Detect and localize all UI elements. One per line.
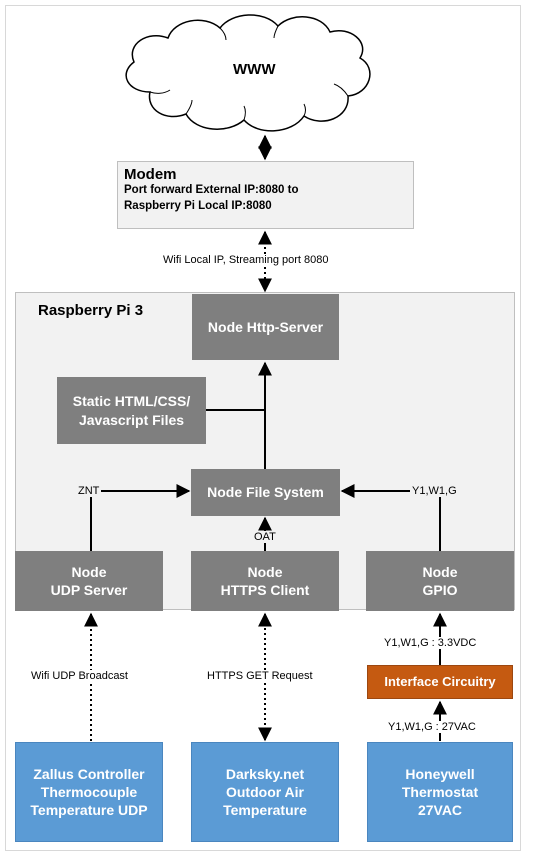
static-files-line-1: Static HTML/CSS/ bbox=[72, 393, 191, 410]
darksky-line-3: Temperature bbox=[223, 802, 307, 819]
outer-frame bbox=[5, 5, 521, 851]
zallus-controller-box: Zallus Controller Thermocouple Temperatu… bbox=[15, 742, 163, 842]
gpio-33v-label: Y1,W1,G : 3.3VDC bbox=[382, 637, 479, 649]
modem-box: Modem Port forward External IP:8080 to R… bbox=[117, 161, 414, 229]
honeywell-thermostat-box: Honeywell Thermostat 27VAC bbox=[367, 742, 513, 842]
gpio-27v-label: Y1,W1,G : 27VAC bbox=[386, 721, 478, 733]
udp-link-label: Wifi UDP Broadcast bbox=[29, 670, 130, 682]
node-https-client-line-2: HTTPS Client bbox=[220, 582, 310, 598]
node-http-server-label: Node Http-Server bbox=[207, 318, 324, 335]
node-gpio-line-2: GPIO bbox=[422, 582, 458, 598]
oat-label: OAT bbox=[252, 531, 278, 543]
node-file-system-box: Node File System bbox=[191, 469, 340, 516]
modem-line-2: Raspberry Pi Local IP:8080 bbox=[124, 199, 272, 212]
interface-circuitry-box: Interface Circuitry bbox=[367, 665, 513, 699]
node-gpio-line-1: Node bbox=[422, 563, 458, 580]
node-https-client-box: Node HTTPS Client bbox=[191, 551, 339, 611]
y1w1g-label: Y1,W1,G bbox=[410, 485, 459, 497]
modem-line-1: Port forward External IP:8080 to bbox=[124, 184, 299, 196]
udp-fs-arrow bbox=[90, 484, 191, 551]
node-udp-server-line-1: Node bbox=[71, 563, 107, 580]
darksky-line-2: Outdoor Air bbox=[225, 783, 305, 800]
interface-circuitry-label: Interface Circuitry bbox=[384, 673, 496, 689]
darksky-line-1: Darksky.net bbox=[225, 765, 305, 782]
node-udp-server-line-2: UDP Server bbox=[50, 582, 128, 598]
raspberry-pi-title: Raspberry Pi 3 bbox=[38, 302, 144, 319]
static-files-box: Static HTML/CSS/ Javascript Files bbox=[57, 377, 206, 444]
darksky-box: Darksky.net Outdoor Air Temperature bbox=[191, 742, 339, 842]
honeywell-line-1: Honeywell bbox=[405, 765, 475, 782]
honeywell-line-2: Thermostat bbox=[401, 783, 479, 800]
wifi-link-label: Wifi Local IP, Streaming port 8080 bbox=[161, 254, 331, 266]
node-file-system-label: Node File System bbox=[207, 484, 324, 501]
static-files-line-2: Javascript Files bbox=[78, 411, 185, 428]
node-http-server-box: Node Http-Server bbox=[192, 294, 339, 360]
zallus-line-1: Zallus Controller bbox=[33, 765, 145, 782]
zallus-line-3: Temperature UDP bbox=[30, 802, 148, 819]
cloud-label: WWW bbox=[233, 61, 276, 78]
node-https-client-line-1: Node bbox=[247, 563, 283, 580]
zallus-line-2: Thermocouple bbox=[40, 783, 138, 800]
honeywell-line-3: 27VAC bbox=[417, 802, 463, 819]
node-gpio-box: Node GPIO bbox=[366, 551, 514, 611]
modem-title: Modem bbox=[124, 166, 177, 183]
gpio-fs-arrow bbox=[340, 484, 441, 551]
znt-label: ZNT bbox=[76, 485, 102, 497]
node-udp-server-box: Node UDP Server bbox=[15, 551, 163, 611]
cloud-shape bbox=[125, 14, 371, 132]
https-link-label: HTTPS GET Request bbox=[205, 670, 315, 682]
